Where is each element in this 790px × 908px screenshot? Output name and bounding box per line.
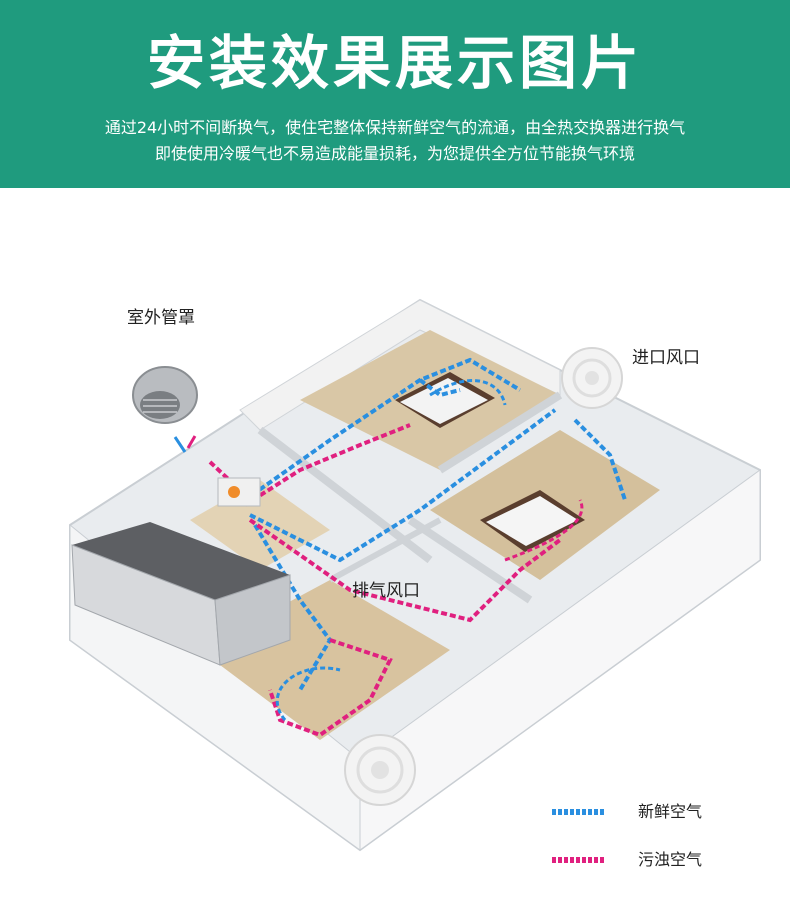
legend-stale-air-label: 污浊空气 (638, 850, 703, 869)
subtitle-line-1: 通过24小时不间断换气，使住宅整体保持新鲜空气的流通，由全热交换器进行换气 (104, 118, 686, 137)
bed-cover (400, 378, 488, 424)
legend-fresh-air-label: 新鲜空气 (638, 802, 703, 821)
inlet-vent-label: 进口风口 (632, 348, 700, 368)
interior-wall (407, 516, 533, 604)
exchanger-box (217, 477, 261, 507)
heat-exchanger-top (72, 522, 290, 600)
outdoor-hood-grille (140, 391, 180, 419)
page-title: 安装效果展示图片 (146, 29, 643, 97)
house-cutaway-illustration (69, 298, 761, 863)
air-flow-arrow (275, 666, 341, 721)
exhaust-vent-label: 排气风口 (352, 581, 420, 601)
interior-wall (328, 517, 442, 583)
bed-cover (486, 496, 578, 546)
fresh-air-ducts (243, 357, 627, 692)
installation-illustration: 室外管罩 进口风口 排气风口 新鲜空气 污浊空气 (0, 188, 790, 904)
stale-air-ducts (208, 423, 562, 738)
exchanger-indicator (228, 486, 240, 498)
air-flow-arrow (504, 499, 584, 562)
outdoor-hood-label: 室外管罩 (127, 308, 195, 328)
subtitle-line-2: 即使使用冷暖气也不易造成能量损耗，为您提供全方位节能换气环境 (154, 144, 635, 163)
house-right-wall (359, 469, 761, 851)
stale-air-out-arrow (186, 435, 197, 449)
heat-exchanger-side (214, 574, 291, 666)
fresh-air-in-arrow (173, 436, 187, 453)
header-banner: 安装效果展示图片 通过24小时不间断换气，使住宅整体保持新鲜空气的流通，由全热交… (0, 0, 790, 188)
air-flow-arrow (429, 379, 507, 406)
interior-wall (437, 391, 563, 474)
